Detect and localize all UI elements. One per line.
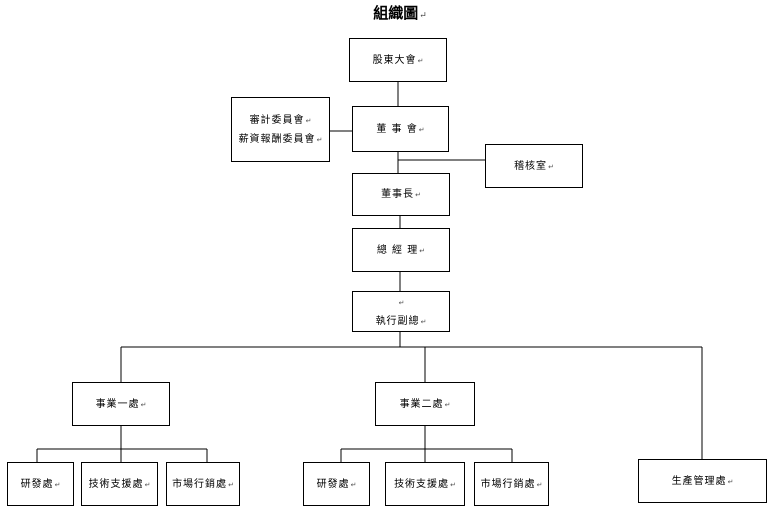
paragraph-mark: ↵ <box>140 400 147 409</box>
paragraph-mark: ↵ <box>420 317 427 326</box>
node-label: 股東大會 <box>372 54 417 66</box>
node-label: 事業一處 <box>95 398 140 410</box>
node-general-manager: 總 經 理↵ <box>352 228 450 272</box>
node-label: 董 事 會 <box>376 123 418 135</box>
node-executive-vp: ↵ 執行副總↵ <box>352 291 450 332</box>
node-label: 技術支援處 <box>394 478 450 490</box>
paragraph-mark: ↵ <box>419 246 426 255</box>
paragraph-mark: ↵ <box>305 116 312 125</box>
node-internal-audit-office: 稽核室↵ <box>485 144 583 188</box>
paragraph-mark: ↵ <box>398 298 405 307</box>
node-label: 研發處 <box>316 478 350 490</box>
paragraph-mark: ↵ <box>727 477 734 486</box>
node-div2-tech-support: 技術支援處↵ <box>385 462 465 506</box>
node-label-compensation-committee: 薪資報酬委員會 <box>238 133 316 145</box>
paragraph-mark: ↵ <box>415 191 421 199</box>
node-div1-marketing: 市場行銷處↵ <box>166 462 240 506</box>
paragraph-mark: ↵ <box>316 135 323 144</box>
paragraph-mark: ↵ <box>450 480 456 489</box>
node-audit-compensation-committees: 審計委員會↵ 薪資報酬委員會↵ <box>231 97 330 162</box>
paragraph-mark: ↵ <box>536 480 543 489</box>
node-div1-rd: 研發處↵ <box>7 462 74 506</box>
node-div1-tech-support: 技術支援處↵ <box>81 462 158 506</box>
paragraph-mark: ↵ <box>144 480 151 489</box>
diagram-title: 組織圖↵ <box>0 2 772 23</box>
node-business-division-2: 事業二處↵ <box>375 382 475 426</box>
diagram-title-text: 組織圖 <box>373 4 419 22</box>
node-label: 研發處 <box>20 478 54 490</box>
node-label: 生產管理處 <box>671 475 727 487</box>
node-div2-rd: 研發處↵ <box>303 462 370 506</box>
paragraph-mark: ↵ <box>54 480 61 489</box>
node-label: 市場行銷處 <box>480 478 536 490</box>
node-chairman: 董事長↵ <box>352 173 450 216</box>
node-board-of-directors: 董 事 會↵ <box>352 106 449 152</box>
node-label: 技術支援處 <box>88 478 144 490</box>
node-label: 執行副總 <box>375 315 420 327</box>
paragraph-mark: ↵ <box>228 480 234 489</box>
paragraph-mark: ↵ <box>548 162 554 171</box>
paragraph-mark: ↵ <box>444 400 451 409</box>
node-label: 事業二處 <box>399 398 444 410</box>
title-return-mark: ↵ <box>419 11 427 21</box>
node-label: 總 經 理 <box>376 244 419 256</box>
node-business-division-1: 事業一處↵ <box>72 382 170 426</box>
paragraph-mark: ↵ <box>418 125 425 134</box>
node-label: 市場行銷處 <box>172 478 228 490</box>
node-label: 稽核室 <box>514 160 548 172</box>
paragraph-mark: ↵ <box>350 480 357 489</box>
node-production-management: 生產管理處↵ <box>638 459 767 503</box>
node-label-audit-committee: 審計委員會 <box>249 114 305 126</box>
node-shareholders-meeting: 股東大會↵ <box>349 38 447 82</box>
node-label: 董事長 <box>381 189 415 200</box>
paragraph-mark: ↵ <box>417 56 424 65</box>
node-div2-marketing: 市場行銷處↵ <box>474 462 549 506</box>
